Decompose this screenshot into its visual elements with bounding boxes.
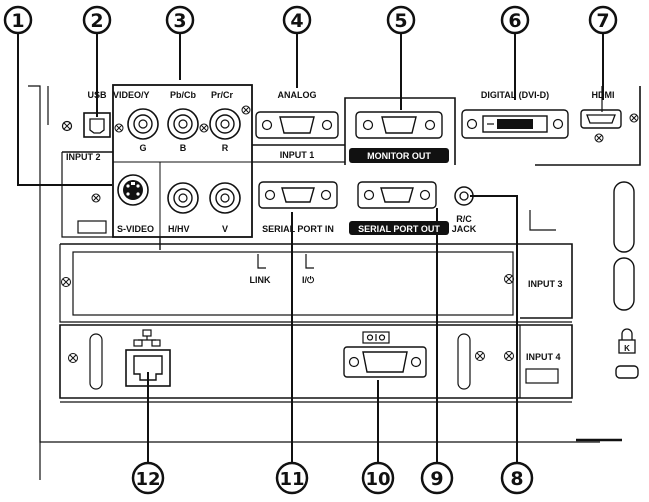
svg-text:8: 8 <box>510 468 523 490</box>
blank-plate <box>525 368 559 384</box>
analog-label: ANALOG <box>278 90 317 100</box>
callout-8: 8 <box>500 461 534 495</box>
svg-text:3: 3 <box>173 10 186 32</box>
panel-outline <box>28 85 641 480</box>
hdmi-label: HDMI <box>592 90 615 100</box>
monitor-out-badge <box>349 148 449 163</box>
r-label: R <box>222 143 229 153</box>
svg-text:7: 7 <box>596 10 609 32</box>
card-handle <box>89 333 103 390</box>
svg-text:9: 9 <box>430 468 443 490</box>
svg-text:6: 6 <box>508 10 521 32</box>
svg-text:1: 1 <box>11 10 24 32</box>
card-handle <box>457 333 471 390</box>
callout-1: 1 <box>3 5 33 35</box>
screw-icon <box>114 105 251 133</box>
bnc-v-connector[interactable] <box>209 182 241 214</box>
serial-port-out-label: SERIAL PORT OUT <box>358 224 440 234</box>
input-3-label: INPUT 3 <box>528 279 563 289</box>
svg-text:2: 2 <box>90 10 103 32</box>
bnc-g-connector[interactable] <box>127 108 159 140</box>
screw-icon <box>68 351 514 363</box>
leader-1 <box>17 34 112 186</box>
svg-text:10: 10 <box>365 469 390 490</box>
video-y-label: VIDEO/Y <box>113 90 150 100</box>
s-video-port[interactable] <box>117 174 149 206</box>
serial-port-in-label: SERIAL PORT IN <box>262 224 334 234</box>
screw-icon <box>91 193 101 203</box>
callout-7: 7 <box>588 5 618 35</box>
hdmi-port[interactable] <box>580 109 622 129</box>
rc-label: R/C <box>456 214 472 224</box>
screw-icon <box>61 120 73 132</box>
input-4-label: INPUT 4 <box>526 352 561 362</box>
input-2-group <box>61 84 253 250</box>
io-label: I/⏻ <box>302 275 315 285</box>
screw-icon <box>594 113 639 143</box>
serial-icon <box>362 331 390 344</box>
callout-2: 2 <box>82 5 112 35</box>
s-video-label: S-VIDEO <box>117 224 154 234</box>
svg-text:12: 12 <box>135 469 160 490</box>
bnc-h-hv-connector[interactable] <box>167 182 199 214</box>
kensington-lock-icon: K <box>618 328 636 354</box>
callout-3: 3 <box>165 5 195 35</box>
input-2-label: INPUT 2 <box>66 152 101 162</box>
monitor-out-vga-port[interactable] <box>355 111 443 139</box>
digital-dvi-label: DIGITAL (DVI-D) <box>481 90 549 100</box>
leader-8 <box>470 195 518 462</box>
monitor-out-label: MONITOR OUT <box>367 151 431 161</box>
svg-text:4: 4 <box>290 10 303 32</box>
pr-cr-label: Pr/Cr <box>211 90 234 100</box>
input-1-label: INPUT 1 <box>280 150 315 160</box>
input-1-group <box>252 144 345 163</box>
callout-5: 5 <box>386 5 416 35</box>
leader-lines <box>17 34 604 462</box>
g-label: G <box>139 143 146 153</box>
callout-12: 12 <box>131 461 165 495</box>
lan-port[interactable] <box>125 349 171 387</box>
dvi-d-port[interactable] <box>461 109 569 139</box>
bnc-b-connector[interactable] <box>167 108 199 140</box>
callout-9: 9 <box>420 461 454 495</box>
jack-label: JACK <box>452 224 477 234</box>
callout-4: 4 <box>282 5 312 35</box>
monitor-out-group <box>344 97 456 165</box>
pb-cb-label: Pb/Cb <box>170 90 197 100</box>
bnc-r-connector[interactable] <box>209 108 241 140</box>
link-label: LINK <box>250 275 271 285</box>
svg-text:5: 5 <box>394 10 407 32</box>
serial-port-out-badge <box>349 221 449 235</box>
blank-plate <box>77 220 107 234</box>
network-icon <box>133 329 161 347</box>
link-indicator-icon <box>257 254 266 269</box>
rc-jack[interactable] <box>454 186 474 206</box>
svg-text:11: 11 <box>279 469 304 490</box>
analog-vga-port[interactable] <box>255 111 339 139</box>
usb-label: USB <box>87 90 107 100</box>
svg-text:K: K <box>624 344 630 353</box>
callout-6: 6 <box>500 5 530 35</box>
rs232-port[interactable] <box>343 346 427 378</box>
io-indicator-icon <box>305 254 314 269</box>
screw-icon <box>61 274 514 287</box>
b-label: B <box>180 143 187 153</box>
callout-11: 11 <box>275 461 309 495</box>
serial-port-in[interactable] <box>258 181 338 209</box>
serial-port-out[interactable] <box>357 181 437 209</box>
v-label: V <box>222 224 228 234</box>
callout-10: 10 <box>361 461 395 495</box>
usb-port[interactable] <box>83 112 111 138</box>
h-hv-label: H/HV <box>168 224 190 234</box>
